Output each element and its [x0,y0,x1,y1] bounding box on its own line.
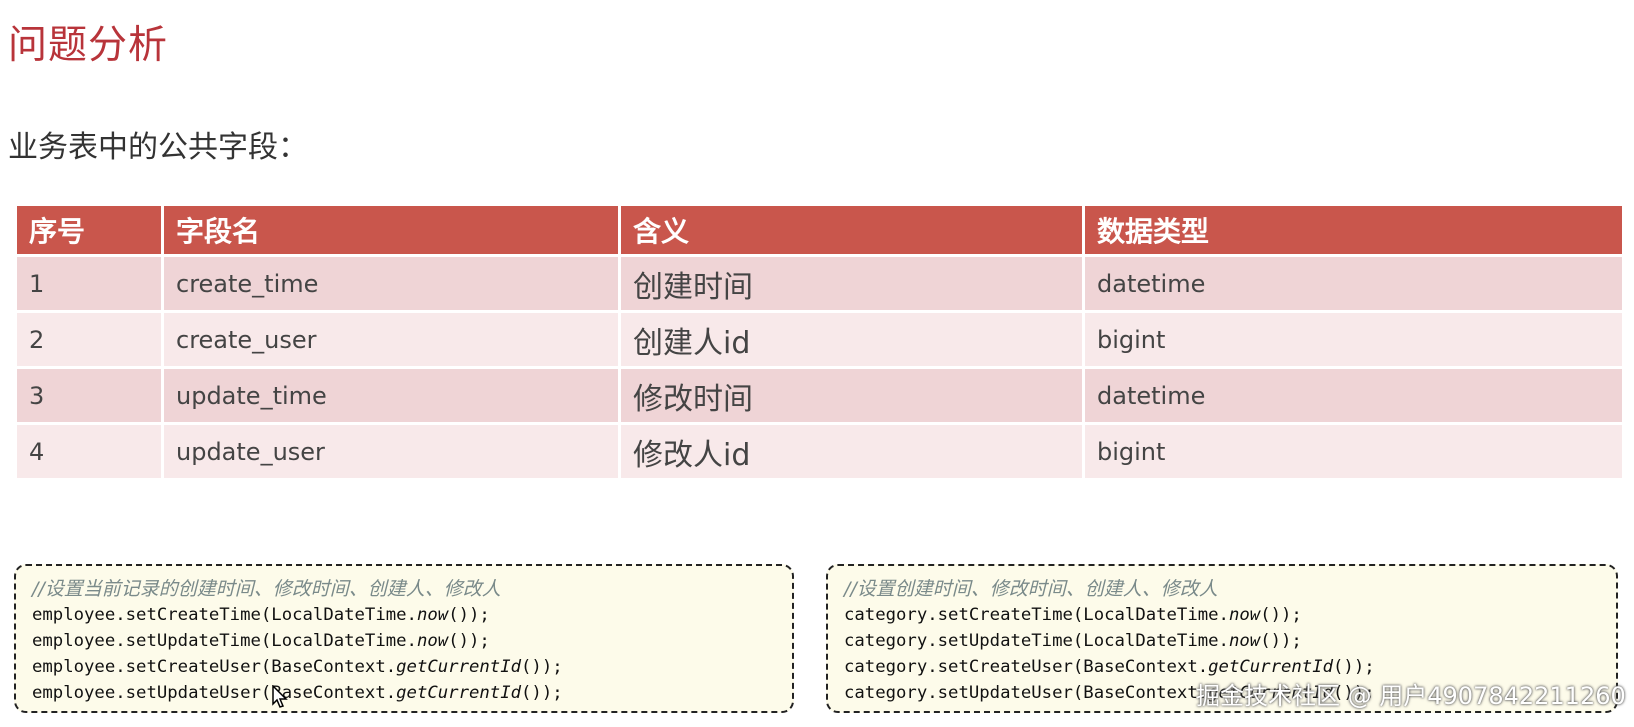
cell-meaning: 修改人id [618,422,1085,481]
code-method: getCurrentId [1208,657,1334,677]
cell-data-type: bigint [1082,422,1625,481]
cell-field-name: update_user [161,422,621,481]
table-header-row: 序号 字段名 含义 数据类型 [14,203,1625,257]
cell-data-type: bigint [1082,310,1625,369]
header-data-type: 数据类型 [1082,203,1625,257]
table-row: 2 create_user 创建人id bigint [14,310,1625,369]
code-method: now [1228,605,1261,625]
code-text: category.setCreateUser(BaseContext. [844,657,1209,677]
code-text: employee.setCreateTime(LocalDateTime. [32,605,417,625]
table-row: 4 update_user 修改人id bigint [14,422,1625,481]
table-row: 1 create_time 创建时间 datetime [14,254,1625,313]
code-text: ()); [448,605,490,625]
cell-index: 3 [14,366,164,425]
cell-meaning: 创建人id [618,310,1085,369]
code-line: employee.setCreateUser(BaseContext.getCu… [32,654,792,680]
code-method: now [416,605,449,625]
code-line: employee.setUpdateTime(LocalDateTime.now… [32,628,792,654]
employee-code-snippet: //设置当前记录的创建时间、修改时间、创建人、修改人 employee.setC… [14,564,794,713]
header-field-name: 字段名 [161,203,621,257]
slide-title: 问题分析 [8,23,169,68]
code-line: category.setCreateUser(BaseContext.getCu… [844,654,1616,680]
cell-meaning: 创建时间 [618,254,1085,313]
code-line: employee.setUpdateUser(BaseContext.getCu… [32,680,792,706]
code-text: employee.setCreateUser(BaseContext. [32,657,397,677]
category-code-snippet: //设置创建时间、修改时间、创建人、修改人 category.setCreate… [826,564,1618,713]
cell-index: 4 [14,422,164,481]
code-line: employee.setCreateTime(LocalDateTime.now… [32,602,792,628]
header-index: 序号 [14,203,164,257]
cell-field-name: create_user [161,310,621,369]
code-comment: //设置当前记录的创建时间、修改时间、创建人、修改人 [32,578,501,600]
code-text: employee.setUpdateUser(BaseContext. [32,683,397,703]
cell-data-type: datetime [1082,366,1625,425]
code-text: category.setCreateTime(LocalDateTime. [844,605,1229,625]
common-fields-table: 序号 字段名 含义 数据类型 1 create_time 创建时间 dateti… [14,203,1625,481]
code-text: ()); [521,657,563,677]
cell-meaning: 修改时间 [618,366,1085,425]
slide-subtitle: 业务表中的公共字段： [8,130,308,165]
code-line: category.setUpdateUser(BaseContext.getCu… [844,680,1616,706]
mouse-cursor-icon [272,684,288,713]
code-text: ()); [1260,631,1302,651]
table-row: 3 update_time 修改时间 datetime [14,366,1625,425]
header-meaning: 含义 [618,203,1085,257]
code-method: now [416,631,449,651]
cell-index: 2 [14,310,164,369]
code-line: category.setUpdateTime(LocalDateTime.now… [844,628,1616,654]
code-method: now [1228,631,1261,651]
cell-field-name: create_time [161,254,621,313]
cell-data-type: datetime [1082,254,1625,313]
code-method: getCurrentId [1208,683,1334,703]
code-comment: //设置创建时间、修改时间、创建人、修改人 [844,578,1218,600]
code-text: ()); [1333,683,1375,703]
code-method: getCurrentId [396,683,522,703]
cell-index: 1 [14,254,164,313]
code-text: ()); [448,631,490,651]
code-text: ()); [521,683,563,703]
code-line: category.setCreateTime(LocalDateTime.now… [844,602,1616,628]
code-text: employee.setUpdateTime(LocalDateTime. [32,631,417,651]
watermark: 掘金技术社区 @ 用户4907842211260 [1196,682,1626,710]
cell-field-name: update_time [161,366,621,425]
code-text: ()); [1260,605,1302,625]
code-text: category.setUpdateTime(LocalDateTime. [844,631,1229,651]
code-method: getCurrentId [396,657,522,677]
code-text: ()); [1333,657,1375,677]
code-text: category.setUpdateUser(BaseContext. [844,683,1209,703]
